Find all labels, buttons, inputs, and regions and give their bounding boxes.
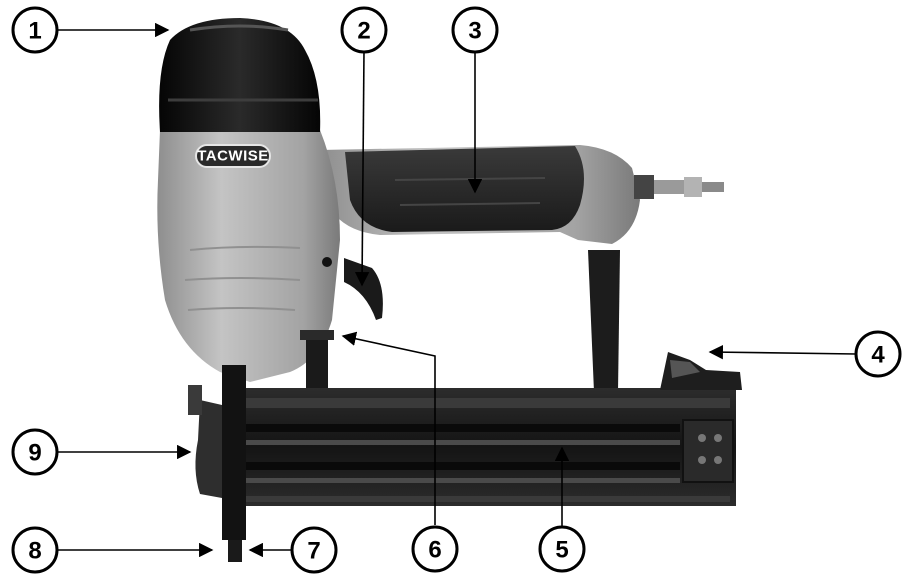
leader-lines <box>58 22 857 558</box>
air-fitting <box>634 175 654 199</box>
callout-8: 8 <box>11 526 59 574</box>
callout-4: 4 <box>854 330 902 378</box>
trigger <box>344 258 383 320</box>
callout-5: 5 <box>538 525 586 573</box>
leader-4 <box>708 344 857 360</box>
callout-7-number: 7 <box>307 538 320 565</box>
callout-9-number: 9 <box>28 440 41 467</box>
main-body <box>157 130 340 382</box>
callout-7: 7 <box>290 526 338 574</box>
callout-2: 2 <box>340 6 388 54</box>
depth-adjust <box>306 338 328 388</box>
magazine-end-plate <box>682 419 734 483</box>
top-cap <box>159 18 321 132</box>
callout-1-number: 1 <box>28 18 41 45</box>
handle-support <box>588 250 620 392</box>
brand-logo-text: TACWISE <box>197 148 269 165</box>
callout-1: 1 <box>11 6 59 54</box>
callout-5-number: 5 <box>555 537 568 564</box>
callout-9: 9 <box>11 428 59 476</box>
leader-2 <box>354 50 370 287</box>
rubber-grip <box>345 146 584 232</box>
callouts: 1 2 3 4 5 6 7 8 <box>11 6 902 574</box>
jam-release-latch <box>195 400 222 498</box>
callout-2-number: 2 <box>357 18 370 45</box>
callout-8-number: 8 <box>28 538 41 565</box>
callout-4-number: 4 <box>871 342 885 369</box>
callout-6: 6 <box>411 525 459 573</box>
brand-badge <box>195 144 271 168</box>
callout-6-number: 6 <box>428 537 441 564</box>
nose-channel <box>222 365 246 540</box>
nail-gun: TACWISE <box>157 18 742 562</box>
leader-6 <box>341 331 436 525</box>
callout-3: 3 <box>451 6 499 54</box>
callout-3-number: 3 <box>468 18 481 45</box>
